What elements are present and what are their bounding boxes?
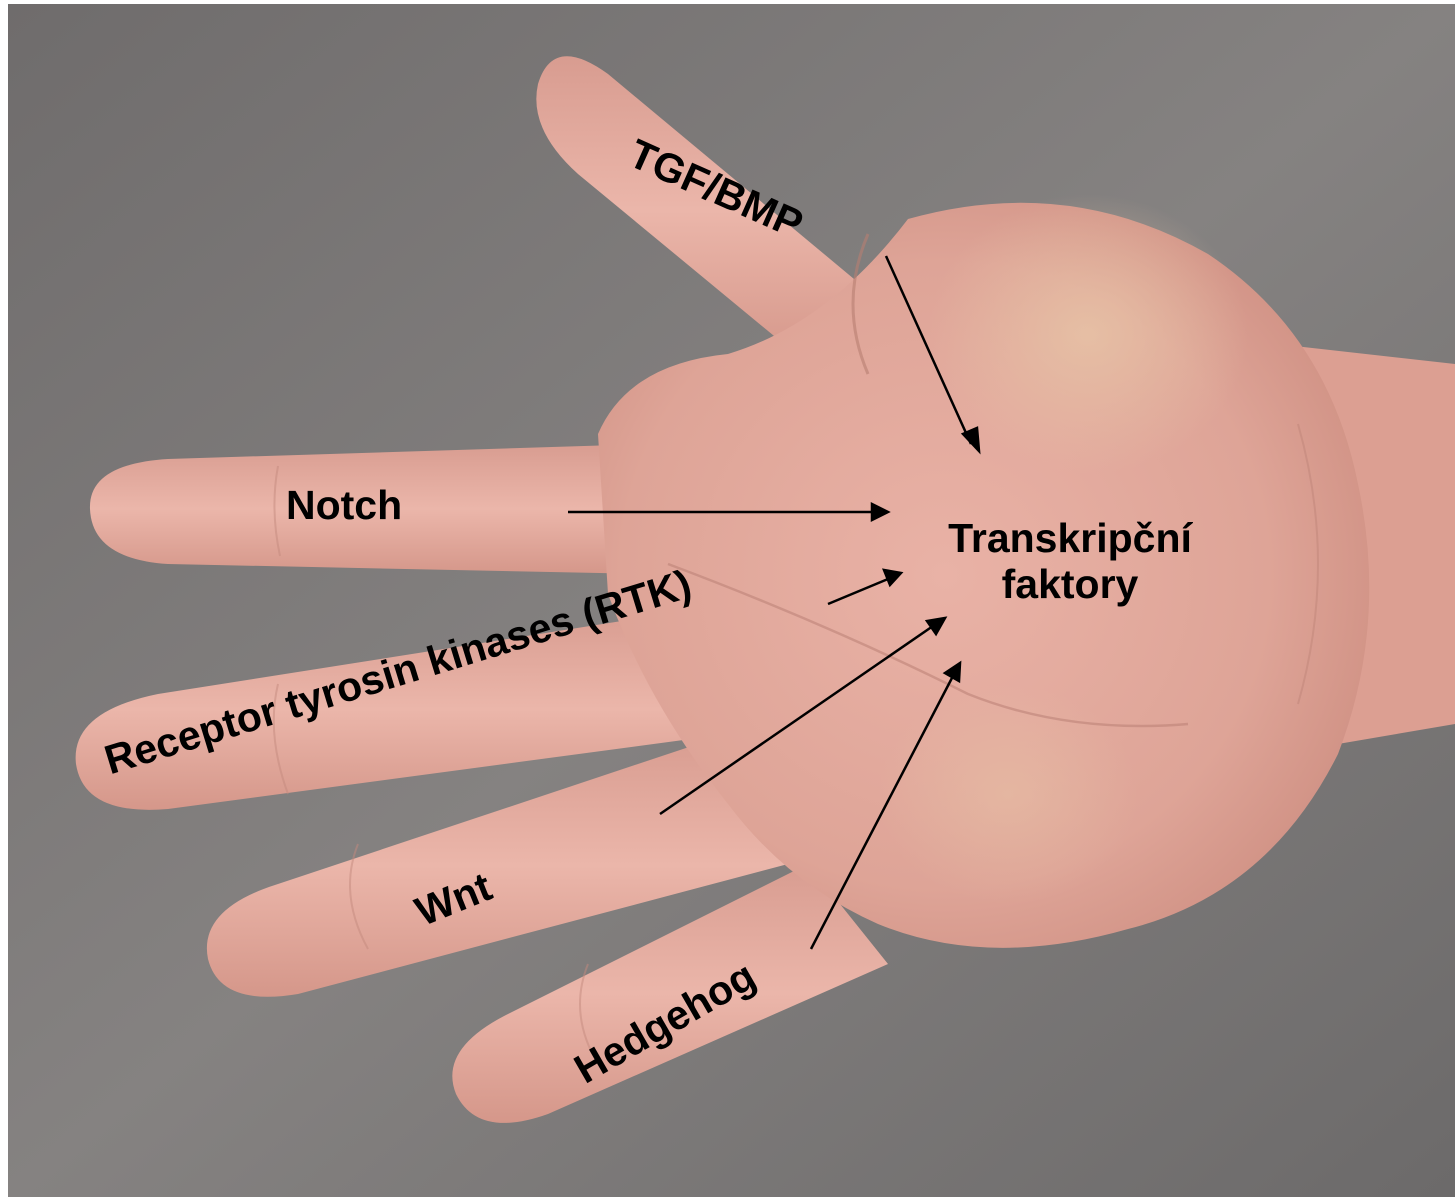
target-label-line2: faktory <box>920 562 1220 608</box>
pathway-label-notch: Notch <box>286 485 402 526</box>
target-label: Transkripční faktory <box>920 516 1220 608</box>
target-label-line1: Transkripční <box>920 516 1220 562</box>
